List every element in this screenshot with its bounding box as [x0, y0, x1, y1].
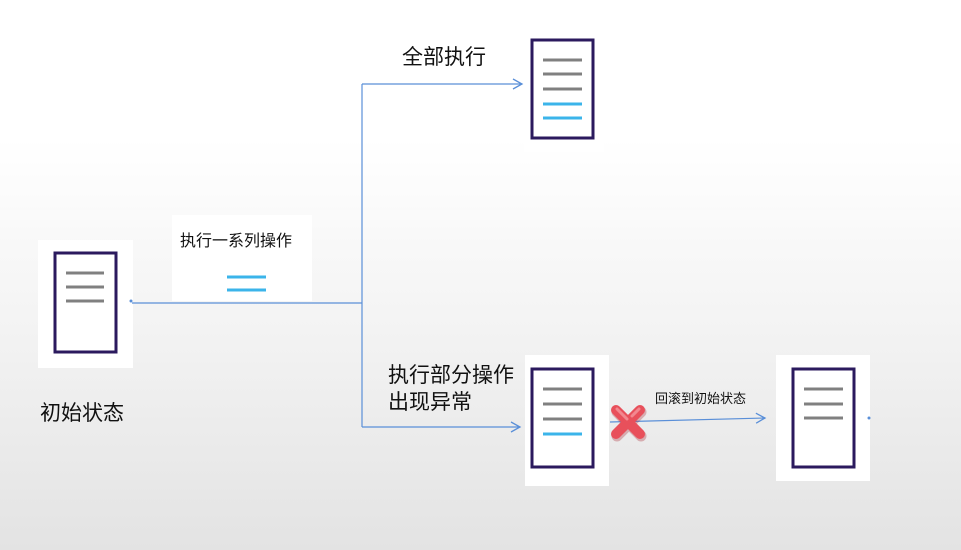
error-x-icon [611, 405, 647, 442]
rollback-document-icon [791, 367, 856, 469]
connector-lines [132, 78, 767, 433]
operations-card [172, 215, 312, 301]
partial-exec-document-icon [530, 367, 595, 469]
full-exec-label: 全部执行 [402, 45, 486, 69]
partial-exec-label-line1: 执行部分操作 [388, 363, 514, 387]
partial-exec-label-line2: 出现异常 [388, 390, 472, 414]
connector-dot [129, 299, 133, 303]
operations-label: 执行一系列操作 [180, 231, 293, 250]
rollback-label: 回滚到初始状态 [655, 392, 747, 407]
rollback-dot [867, 416, 871, 420]
operations-icon [227, 275, 266, 292]
arrow-to-rollback [609, 412, 767, 424]
full-exec-document-icon [530, 38, 595, 140]
initial-state-label: 初始状态 [40, 401, 124, 425]
initial-document-icon [53, 251, 118, 354]
